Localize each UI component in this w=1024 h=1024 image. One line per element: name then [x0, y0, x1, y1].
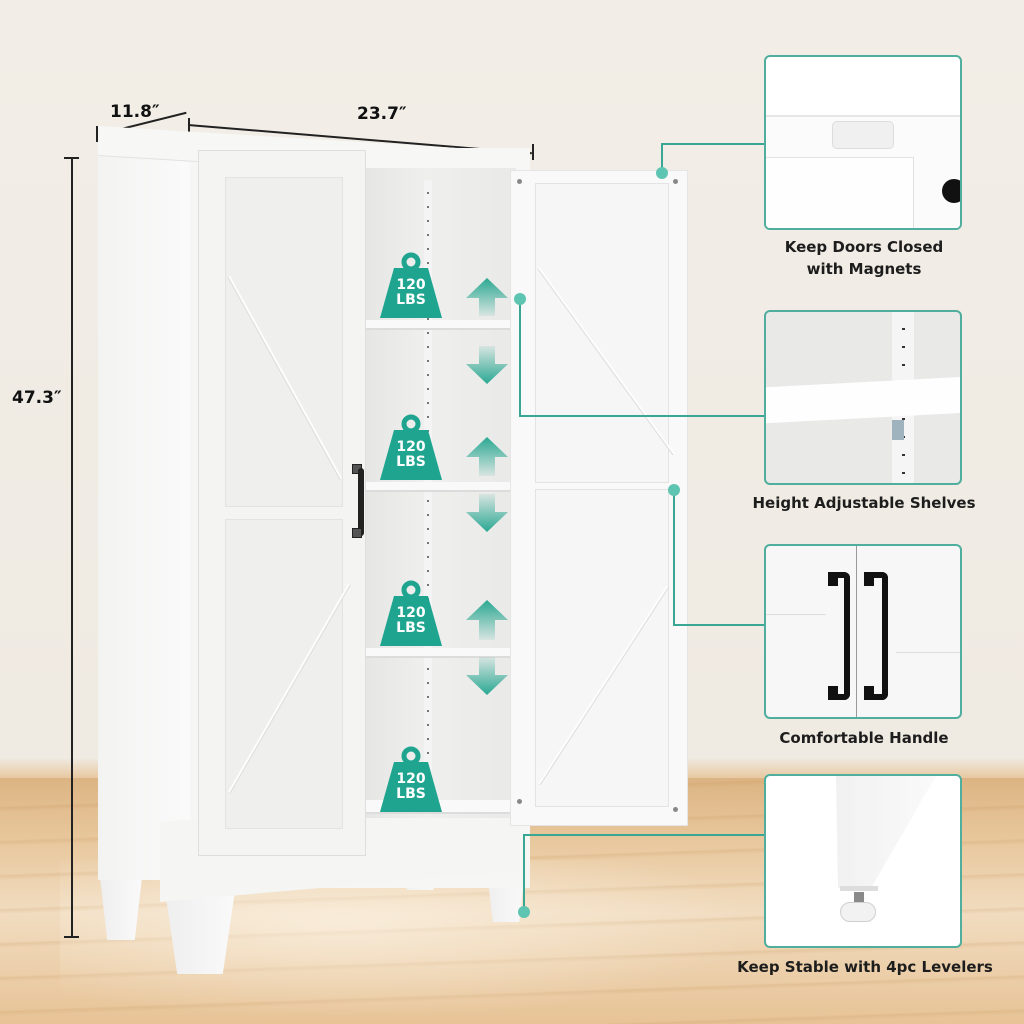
feature-card-levelers	[764, 774, 962, 948]
depth-label: 11.8″	[110, 102, 160, 122]
right-door-open[interactable]	[510, 170, 688, 826]
feature-card-handles	[764, 544, 962, 719]
arrow-up-icon	[466, 437, 508, 476]
leveler-foot	[840, 902, 876, 922]
arrow-down-icon	[466, 494, 508, 532]
magnet-latch	[832, 121, 894, 149]
door-panel-upper	[535, 183, 669, 483]
cabinet-side	[98, 140, 198, 880]
shelf-bracket	[892, 420, 904, 440]
handle-left	[830, 572, 850, 700]
hinge-screw	[517, 799, 522, 804]
hinge-screw	[673, 807, 678, 812]
height-label: 47.3″	[12, 386, 62, 410]
feature-caption-shelves: Height Adjustable Shelves	[752, 494, 976, 512]
arrow-up-icon	[466, 600, 508, 640]
door-handle[interactable]	[352, 464, 366, 540]
arrow-up-icon	[466, 278, 508, 316]
feature-caption-levelers: Keep Stable with 4pc Levelers	[737, 958, 993, 976]
shelf-3	[366, 648, 514, 658]
handle-right	[866, 572, 888, 700]
hinge-screw	[673, 179, 678, 184]
door-panel-upper	[225, 177, 343, 507]
door-panel-lower	[225, 519, 343, 829]
shelf-1	[366, 320, 514, 330]
arrow-down-icon	[466, 657, 508, 695]
shelf-2	[366, 482, 514, 492]
leg-closeup	[836, 776, 936, 888]
feature-card-shelves	[764, 310, 962, 485]
feature-card-magnets	[764, 55, 962, 230]
handle-knob	[942, 179, 960, 203]
feature-caption-magnets: Keep Doors Closed with Magnets	[784, 238, 944, 278]
cabinet-interior	[366, 168, 516, 818]
feature-caption-handles: Comfortable Handle	[779, 729, 949, 747]
left-door[interactable]	[198, 150, 366, 856]
hinge-screw	[517, 179, 522, 184]
arrow-down-icon	[466, 346, 508, 384]
shelf-board	[766, 376, 960, 424]
leveler-screw	[854, 892, 864, 904]
width-label: 23.7″	[357, 104, 407, 124]
